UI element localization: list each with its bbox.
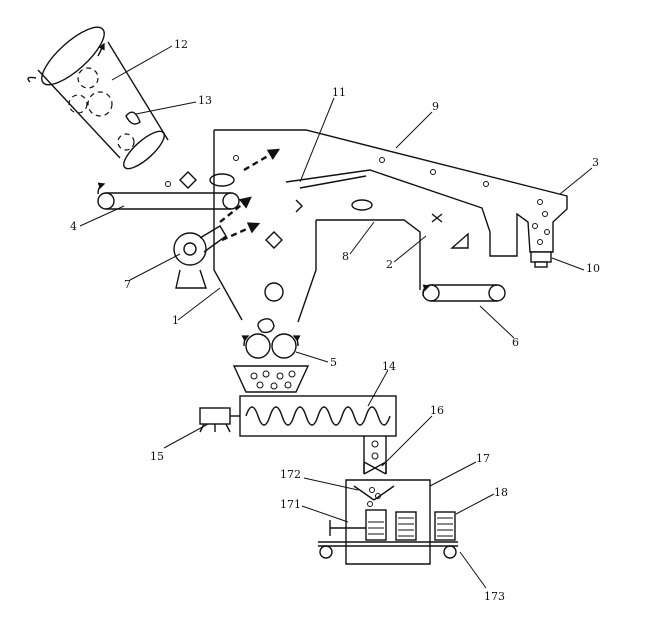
- screw-conveyor: [199, 365, 397, 474]
- label-1: 1: [172, 314, 179, 327]
- label-6: 6: [512, 336, 519, 349]
- label-15: 15: [150, 450, 164, 463]
- label-11: 11: [332, 86, 346, 99]
- feed-conveyor: [97, 182, 240, 210]
- label-173: 173: [484, 590, 505, 603]
- label-14: 14: [382, 360, 396, 373]
- label-9: 9: [432, 100, 439, 113]
- discharge-valve: [363, 461, 387, 475]
- label-12: 12: [174, 38, 188, 51]
- label-7: 7: [124, 278, 131, 291]
- label-18: 18: [494, 486, 508, 499]
- label-8: 8: [342, 250, 349, 263]
- label-172: 172: [280, 468, 301, 481]
- label-17: 17: [476, 452, 490, 465]
- label-3: 3: [592, 156, 599, 169]
- rotating-drum: [27, 26, 169, 170]
- output-conveyor: [422, 284, 506, 302]
- packing-station: [318, 479, 458, 565]
- air-flow-arrows: [219, 148, 281, 242]
- label-2: 2: [386, 258, 393, 271]
- label-5: 5: [330, 356, 337, 369]
- label-171: 171: [280, 498, 301, 511]
- blower-fan: [173, 225, 227, 289]
- particles: [165, 155, 550, 302]
- crushing-rollers: [241, 318, 301, 359]
- label-10: 10: [586, 262, 600, 275]
- leader-lines: [79, 45, 593, 589]
- part-labels: 12 13 11 9 3 10 4 7 1 8 2 6 5 14 15 16 1…: [70, 38, 600, 603]
- separator-housing: [213, 129, 568, 323]
- label-16: 16: [430, 404, 444, 417]
- label-4: 4: [70, 220, 77, 233]
- label-13: 13: [198, 94, 212, 107]
